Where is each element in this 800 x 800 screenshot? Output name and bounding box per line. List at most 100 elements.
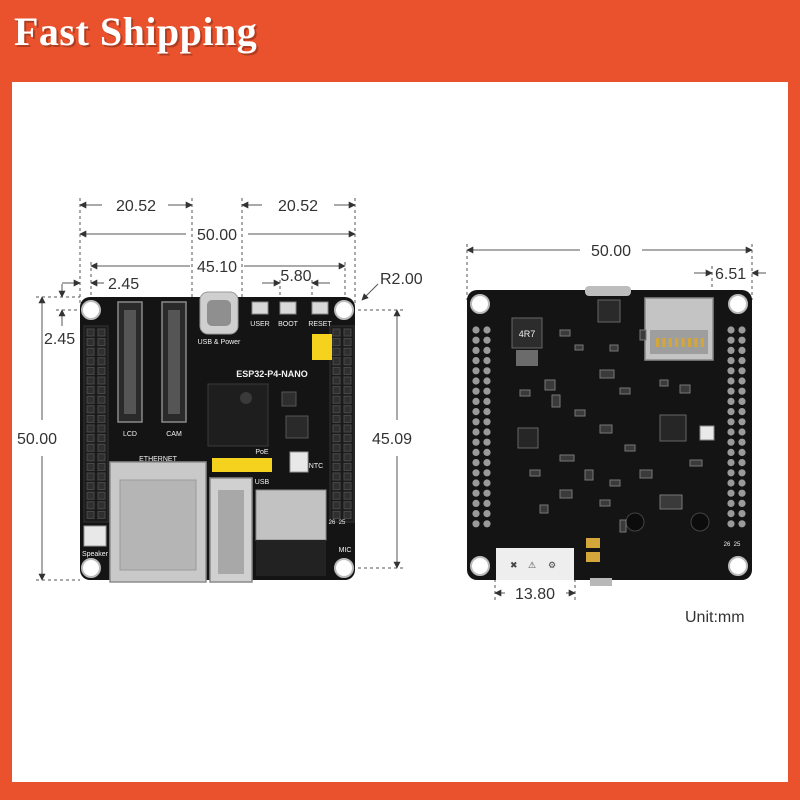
dim-hole-span: 45.10 — [197, 259, 237, 276]
back-pin-hole — [727, 336, 735, 344]
dim-back-label-width: 13.80 — [515, 586, 555, 603]
back-pin-hole — [738, 377, 746, 385]
back-pin-hole — [483, 489, 491, 497]
speaker-connector — [83, 525, 107, 547]
inductor — [511, 317, 543, 349]
header-pin — [86, 386, 95, 395]
sd-contact — [668, 338, 672, 347]
back-pin-hole — [483, 520, 491, 528]
mount-hole-bl — [81, 558, 101, 578]
back-pin-hole — [727, 387, 735, 395]
back-pin-hole — [472, 418, 480, 426]
sd-contact — [662, 338, 666, 347]
header-pin — [332, 453, 341, 462]
back-pin-hole — [483, 326, 491, 334]
back-pin-hole — [483, 346, 491, 354]
back-pin-hole — [727, 408, 735, 416]
header-pin — [332, 386, 341, 395]
back-pin-hole — [738, 367, 746, 375]
header-pin — [97, 328, 106, 337]
silk-user: USER — [250, 321, 269, 328]
header-pin — [86, 482, 95, 491]
silk-pin-a: 26 — [329, 520, 336, 526]
back-pin-hole — [472, 459, 480, 467]
header-pin — [343, 501, 352, 510]
back-pin-hole — [472, 428, 480, 436]
header-pin — [86, 501, 95, 510]
back-pin-hole — [727, 520, 735, 528]
smd-part — [574, 344, 584, 351]
smd-part — [659, 494, 683, 510]
back-chip-3 — [517, 427, 539, 449]
dim-overall-height: 50.00 — [17, 431, 57, 448]
reset-button — [311, 301, 329, 315]
header-pin — [97, 357, 106, 366]
header-pin — [97, 434, 106, 443]
back-pin-hole — [727, 438, 735, 446]
ethernet-jack-face — [119, 479, 197, 571]
back-pin-hole — [738, 489, 746, 497]
back-pin-hole — [483, 499, 491, 507]
header-pin — [343, 491, 352, 500]
back-chip-2 — [659, 414, 687, 442]
smd-part — [584, 469, 594, 481]
smd-part — [679, 384, 691, 394]
fast-shipping-banner: Fast Shipping — [14, 9, 258, 54]
header-pin — [97, 405, 106, 414]
silk-pin-b: 25 — [339, 520, 346, 526]
silk-lcd: LCD — [123, 431, 137, 438]
smd-part — [689, 459, 703, 467]
header-pin — [86, 443, 95, 452]
header-pin — [343, 443, 352, 452]
smd-part — [519, 389, 531, 397]
back-pin-hole — [738, 408, 746, 416]
back-pin-hole — [727, 509, 735, 518]
header-pin — [332, 462, 341, 471]
back-pin-hole — [727, 499, 735, 507]
header-pin — [86, 328, 95, 337]
header-pin — [343, 453, 352, 462]
header-pin — [332, 347, 341, 356]
silk-boot: BOOT — [278, 321, 299, 328]
back-pin-hole — [738, 346, 746, 354]
header-pin — [343, 482, 352, 491]
header-pin — [332, 472, 341, 481]
header-pin — [343, 376, 352, 385]
smd-part — [544, 379, 556, 391]
back-pin-hole — [727, 326, 735, 334]
back-pin-a: 26 — [724, 542, 731, 548]
dim-hole-offset-y: 2.45 — [44, 331, 75, 348]
back-pin-hole — [483, 397, 491, 405]
back-chip-1 — [597, 299, 621, 323]
smd-part — [539, 504, 549, 514]
rohs-icon: ⚙ — [548, 560, 556, 570]
back-pin-hole — [727, 397, 735, 405]
header-pin — [343, 328, 352, 337]
back-pin-hole — [472, 469, 480, 477]
recycle-bin-icon: ✖ — [510, 560, 518, 570]
header-pin — [332, 395, 341, 404]
yellow-jumper — [312, 334, 332, 360]
back-pins-right — [727, 326, 746, 528]
header-pin — [343, 405, 352, 414]
header-pin — [86, 424, 95, 433]
smd-part — [574, 409, 586, 417]
back-pin-hole — [472, 520, 480, 528]
dim-corner-radius: R2.00 — [380, 271, 423, 288]
back-pin-hole — [472, 377, 480, 385]
silk-usb: USB — [255, 479, 270, 486]
smd-part — [624, 444, 636, 452]
header-pin — [86, 376, 95, 385]
back-pin-hole — [483, 479, 491, 487]
dim-button-pitch: 5.80 — [280, 268, 311, 285]
back-pin-hole — [472, 479, 480, 487]
ce-mark-icon: ⚠ — [528, 560, 536, 570]
smd-part — [609, 344, 619, 352]
back-pin-hole — [727, 459, 735, 467]
back-pin-hole — [727, 367, 735, 375]
silk-poe: PoE — [255, 449, 269, 456]
smd-part — [559, 489, 573, 499]
smd-part — [559, 454, 575, 462]
back-pin-hole — [727, 428, 735, 436]
back-pin-hole — [727, 346, 735, 354]
